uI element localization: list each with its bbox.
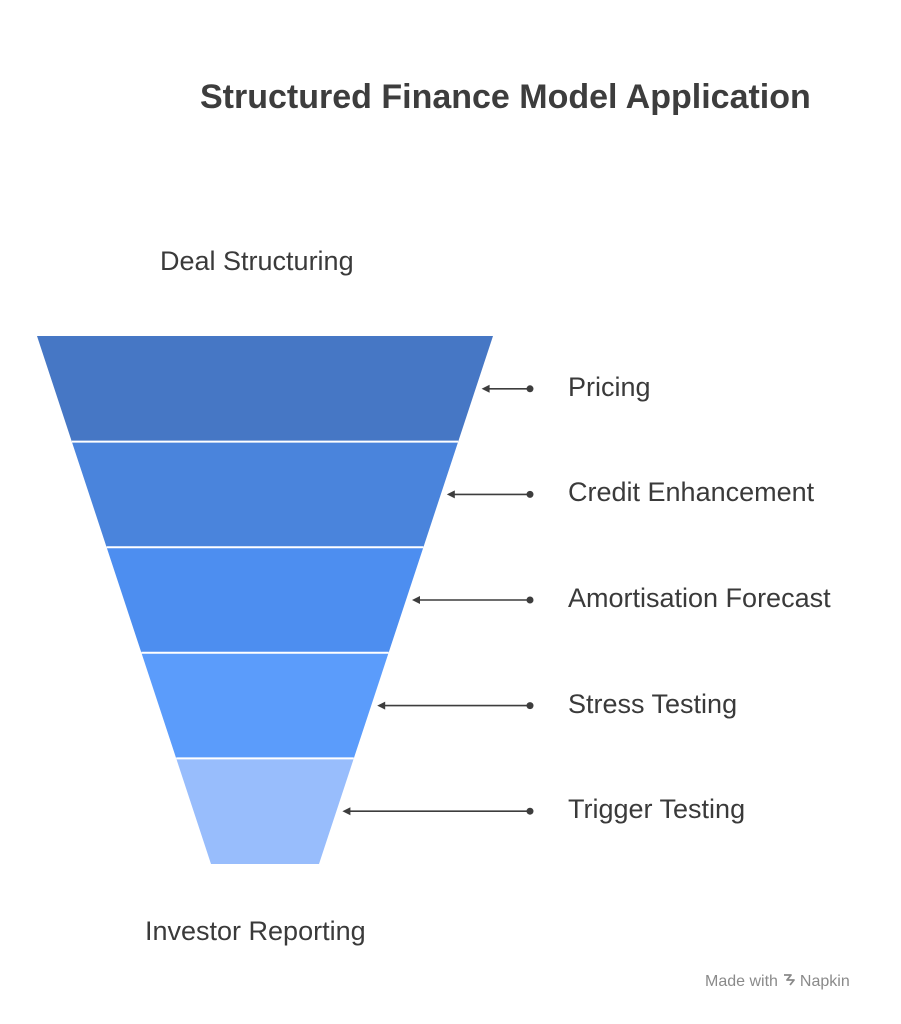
made-with-text: Made with xyxy=(705,973,778,990)
made-with-napkin-badge[interactable]: Made with Napkin xyxy=(705,972,850,991)
page-title: Structured Finance Model Application xyxy=(200,78,811,116)
funnel-layer-pricing xyxy=(37,336,493,442)
stage-arrow-stress-testing xyxy=(377,701,534,710)
stage-arrow-trigger-testing xyxy=(342,807,534,816)
funnel-layer-credit-enhancement xyxy=(71,441,459,548)
stage-label-pricing: Pricing xyxy=(568,371,651,402)
napkin-logo-icon xyxy=(783,974,795,986)
stage-arrow-credit-enhancement xyxy=(446,490,534,499)
stage-label-amortisation-forecast: Amortisation Forecast xyxy=(568,583,831,613)
stage-arrow-amortisation-forecast xyxy=(412,596,534,604)
stage-label-stress-testing: Stress Testing xyxy=(568,688,738,719)
funnel-top-label: Deal Structuring xyxy=(160,246,354,276)
napkin-brand-text: Napkin xyxy=(799,973,850,990)
funnel-bottom-label: Investor Reporting xyxy=(145,916,366,946)
stage-label-credit-enhancement: Credit Enhancement xyxy=(568,477,815,508)
funnel-layer-stress-testing xyxy=(141,652,389,759)
funnel-layer-amortisation-forecast xyxy=(106,547,424,653)
stage-label-trigger-testing: Trigger Testing xyxy=(568,794,746,825)
funnel-layer-trigger-testing xyxy=(176,758,354,864)
stage-arrow-pricing xyxy=(481,384,534,393)
